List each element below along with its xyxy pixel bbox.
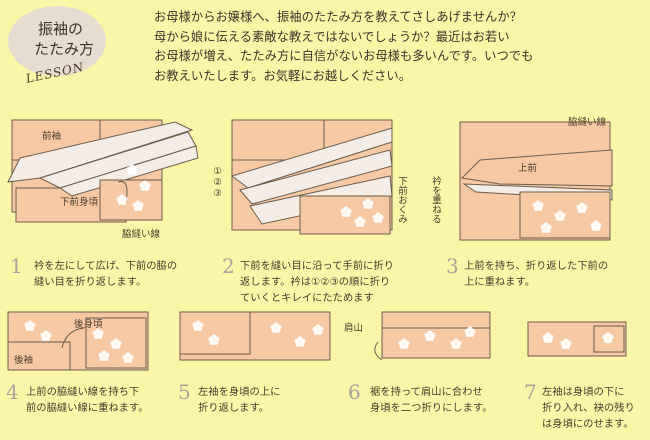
step-number: 7 bbox=[524, 380, 537, 404]
label-front-sleeve: 前袖 bbox=[42, 131, 62, 142]
step2-caption: 下前を縫い目に沿って手前に折り 返します。衿は①②③の順に折り ていくとキレイに… bbox=[240, 260, 394, 304]
label-shoulder: 肩山 bbox=[344, 323, 364, 334]
intro-text: お母様からお嬢様へ、振袖のたたみ方を教えてさしあげませんか？ 母から娘に伝える素… bbox=[154, 8, 648, 86]
step6-caption: 裾を持って肩山に合わせ 身頃を二つ折りにします。 bbox=[370, 386, 493, 414]
step-number: 6 bbox=[348, 380, 361, 404]
intro-line: 母から娘に伝える素敵な教えではないでしょうか？最近はお若い bbox=[154, 29, 510, 44]
intro-line: お教えいたします。お気軽にお越しください。 bbox=[154, 68, 412, 83]
label-lower-front-body: 下前身頃 bbox=[60, 197, 99, 208]
step2-figure bbox=[230, 119, 393, 235]
step-number: 3 bbox=[446, 254, 459, 278]
title-line-2: たたみ方 bbox=[34, 40, 95, 58]
title-line-1: 振袖の bbox=[38, 20, 84, 38]
step7-caption: 左袖は身頃の下に 折り入れ、袂の残り は身頃にのせます。 bbox=[542, 386, 635, 430]
step1-caption: 衿を左にして広げ、下前の脇の 縫い目を折り返します。 bbox=[34, 260, 178, 288]
intro-line: お母様が増え、たたみ方に自信がないお母様も多いんです。いつでも bbox=[154, 49, 534, 63]
step4-caption: 上前の脇縫い線を持ち下 前の脇縫い線に重ねます。 bbox=[26, 386, 149, 414]
step-number: 4 bbox=[6, 380, 19, 404]
label-collar-order: ①②③ bbox=[212, 166, 223, 199]
label-side-seam-1: 脇縫い線 bbox=[122, 229, 161, 240]
step3-figure bbox=[459, 121, 613, 241]
step1-figure bbox=[7, 119, 199, 223]
label-upper-front: 上前 bbox=[518, 163, 538, 174]
step5-figure bbox=[179, 311, 331, 361]
step5-caption: 左袖を身頃の上に 折り返します。 bbox=[198, 386, 281, 414]
label-lower-okumi: 下前おくみ bbox=[396, 176, 407, 224]
label-overlap-collar: 衿を重ねる bbox=[430, 176, 441, 224]
label-back-body: 後身頃 bbox=[74, 319, 103, 330]
step-number: 5 bbox=[178, 380, 191, 404]
label-side-seam-3: 脇縫い線 bbox=[568, 117, 607, 128]
step-number: 1 bbox=[10, 254, 23, 278]
step3-caption: 上前を持ち、折り返した下前の 上に重ねます。 bbox=[464, 260, 609, 288]
intro-line: お母様からお嬢様へ、振袖のたたみ方を教えてさしあげませんか？ bbox=[154, 10, 522, 24]
step-number: 2 bbox=[222, 254, 235, 278]
label-back-sleeve: 後袖 bbox=[14, 355, 34, 366]
title-badge bbox=[8, 6, 106, 76]
